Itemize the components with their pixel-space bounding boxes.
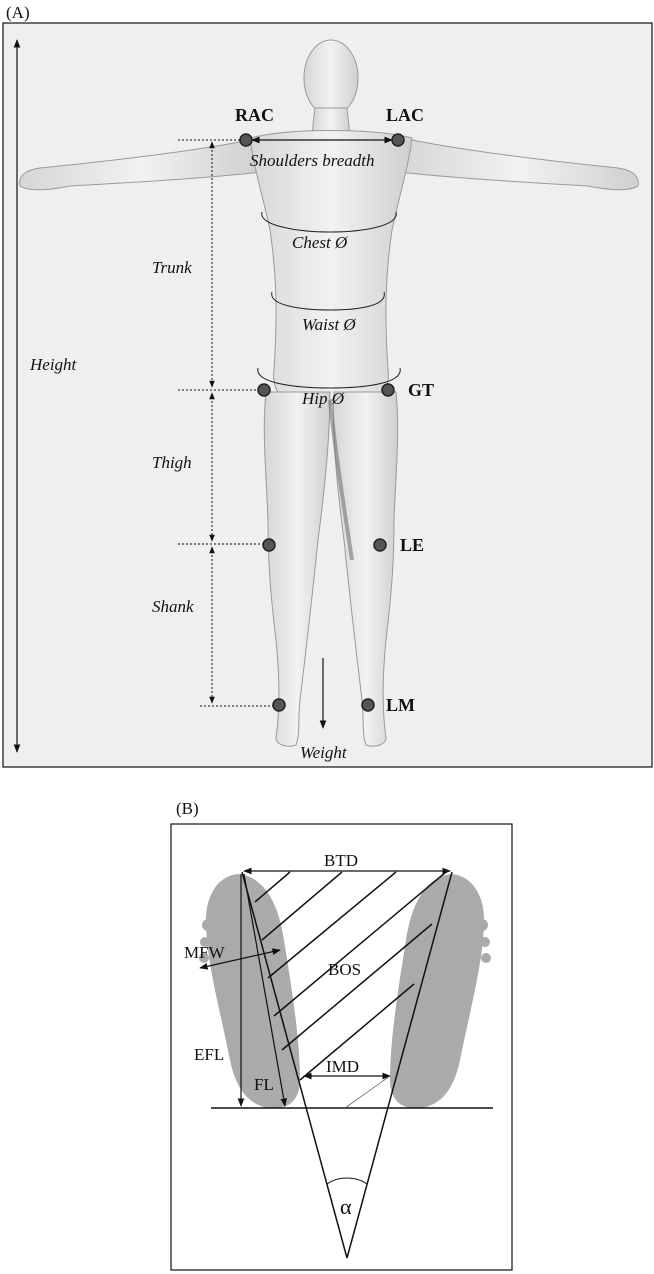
imd-label: IMD [326, 1057, 359, 1076]
alpha-right-line [346, 871, 453, 1259]
alpha-arc [326, 1177, 368, 1185]
bos-label: BOS [328, 960, 361, 979]
waist-girth [271, 291, 385, 311]
height-label: Height [29, 355, 78, 374]
weight-label: Weight [300, 743, 348, 762]
gt-right-marker [257, 383, 271, 397]
rac-marker [239, 133, 253, 147]
thigh-label: Thigh [152, 453, 192, 472]
efl-label: EFL [194, 1045, 224, 1064]
right-foot [390, 874, 491, 1109]
btd-label: BTD [324, 851, 358, 870]
lm-right-marker [272, 698, 286, 712]
gt-label: GT [408, 380, 434, 400]
alpha-label: α [340, 1194, 352, 1219]
shoulders-label: Shoulders breadth [250, 151, 375, 170]
lm-left-marker [361, 698, 375, 712]
imd-diagonal [344, 1075, 391, 1109]
hip-label: Hip Ø [301, 389, 345, 408]
le-label: LE [400, 535, 424, 555]
panel-a-label: (A) [6, 3, 30, 22]
fl-label: FL [254, 1075, 274, 1094]
mfw-label: MFW [184, 943, 226, 962]
rac-label: RAC [235, 105, 274, 125]
chest-girth [261, 211, 397, 233]
alpha-left-line [241, 871, 348, 1259]
fl-arrow [243, 873, 287, 1107]
hip-girth [257, 367, 401, 389]
panel-b-label: (B) [176, 799, 199, 818]
mfw-arrow [199, 948, 281, 970]
le-right-marker [262, 538, 276, 552]
waist-label: Waist Ø [302, 315, 356, 334]
bos-hatching [254, 871, 447, 1081]
lac-marker [391, 133, 405, 147]
lm-label: LM [386, 695, 415, 715]
le-left-marker [373, 538, 387, 552]
chest-label: Chest Ø [292, 233, 348, 252]
human-figure [19, 39, 639, 747]
lac-label: LAC [386, 105, 424, 125]
gt-left-marker [381, 383, 395, 397]
figure-shading [328, 399, 354, 561]
trunk-label: Trunk [152, 258, 192, 277]
shank-label: Shank [152, 597, 194, 616]
